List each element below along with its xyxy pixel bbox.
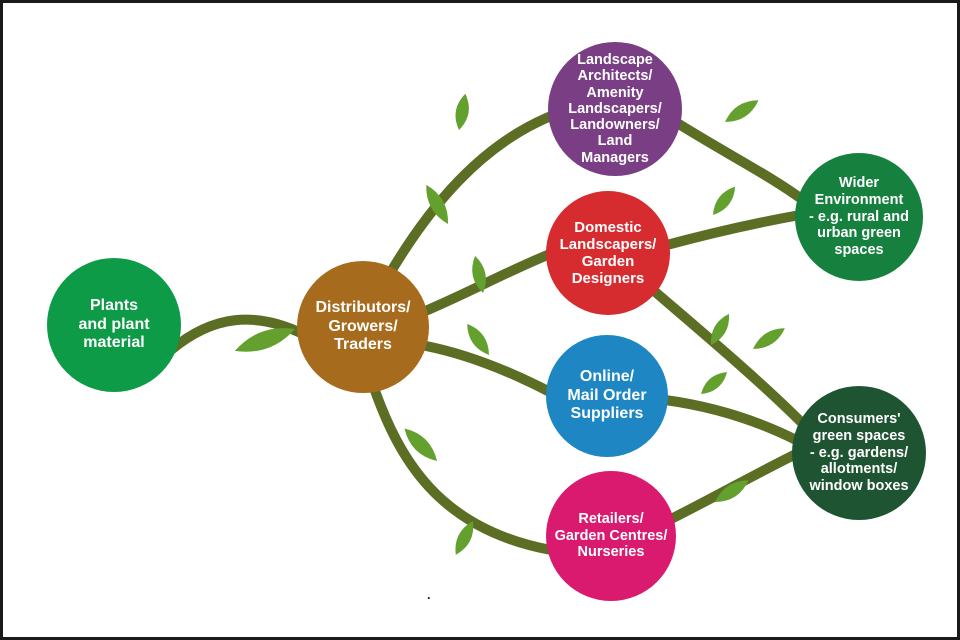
node-wider-environment: Wider Environment - e.g. rural and urban… bbox=[795, 153, 923, 281]
leaf-icon bbox=[715, 480, 749, 502]
leaf-icon bbox=[753, 328, 785, 349]
node-online-suppliers: Online/ Mail Order Suppliers bbox=[546, 335, 668, 457]
leaf-icon bbox=[710, 313, 730, 345]
node-label: Retailers/ Garden Centres/ Nurseries bbox=[554, 510, 668, 561]
leaf-icon bbox=[426, 184, 449, 224]
leaf-icon bbox=[467, 323, 489, 355]
node-retailers: Retailers/ Garden Centres/ Nurseries bbox=[546, 471, 676, 601]
vine-stem-landscape-wider bbox=[669, 116, 808, 205]
stray-period: . bbox=[427, 587, 431, 602]
leaf-icon bbox=[455, 521, 474, 555]
leaf-icon bbox=[234, 328, 295, 352]
node-label: Online/ Mail Order Suppliers bbox=[567, 368, 647, 423]
node-distributors: Distributors/ Growers/ Traders bbox=[297, 261, 429, 393]
vine-stem-distributors-landscape bbox=[381, 109, 561, 285]
node-landscape-architects: Landscape Architects/ Amenity Landscaper… bbox=[548, 42, 682, 176]
node-label: Plants and plant material bbox=[78, 297, 150, 352]
vine-stem-plants-distributors bbox=[166, 314, 308, 355]
vine-network bbox=[166, 93, 814, 555]
node-label: Wider Environment - e.g. rural and urban… bbox=[809, 175, 909, 258]
leaf-icon bbox=[713, 186, 736, 215]
node-plants: Plants and plant material bbox=[47, 258, 181, 392]
vine-stem-distributors-retailers bbox=[369, 383, 556, 555]
vine-stem-distributors-domestic bbox=[418, 249, 555, 317]
node-domestic-landscapers: Domestic Landscapers/ Garden Designers bbox=[546, 191, 670, 315]
node-consumers-green-spaces: Consumers' green spaces - e.g. gardens/ … bbox=[792, 386, 926, 520]
node-label: Distributors/ Growers/ Traders bbox=[315, 299, 411, 354]
leaf-icon bbox=[472, 255, 486, 293]
vine-stem-domestic-consumers bbox=[648, 285, 814, 435]
leaf-icon bbox=[455, 93, 469, 130]
node-label: Consumers' green spaces - e.g. gardens/ … bbox=[809, 411, 909, 494]
vine-stem-domestic-wider bbox=[658, 210, 805, 251]
vine-stem-distributors-online bbox=[421, 341, 555, 397]
vine-stem-online-consumers bbox=[660, 395, 805, 447]
leaf-icon bbox=[725, 100, 759, 122]
node-label: Landscape Architects/ Amenity Landscaper… bbox=[568, 52, 662, 166]
node-label: Domestic Landscapers/ Garden Designers bbox=[559, 218, 657, 288]
leaf-icon bbox=[701, 372, 728, 394]
